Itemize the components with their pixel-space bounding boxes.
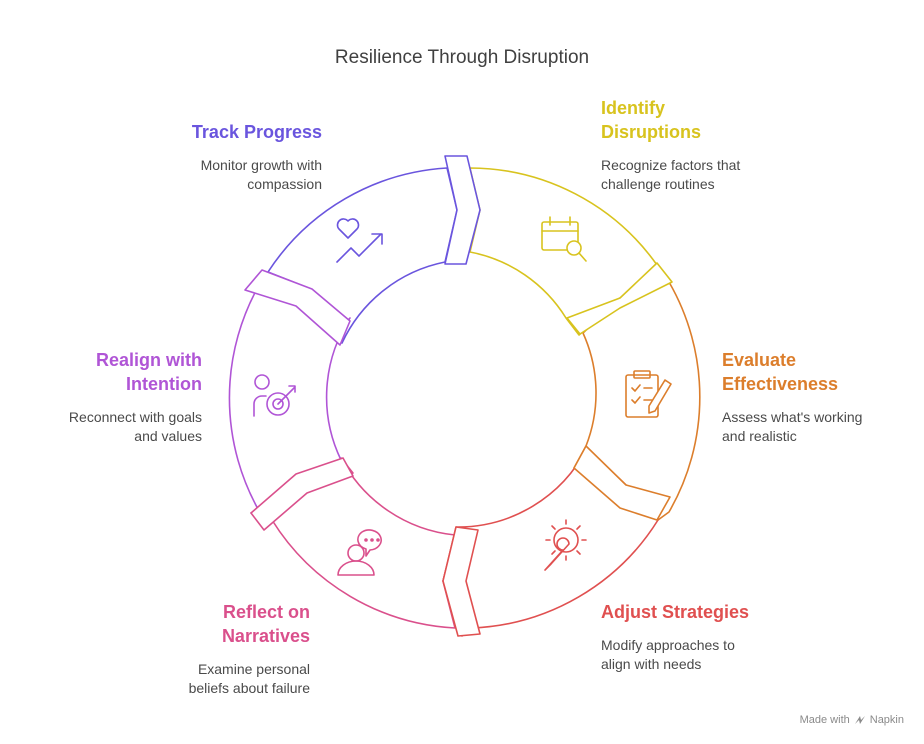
segment-evaluate bbox=[573, 281, 701, 521]
label-evaluate: Evaluate Effectiveness bbox=[722, 348, 838, 396]
desc-evaluate: Assess what's working and realistic bbox=[722, 408, 862, 446]
label-track: Track Progress bbox=[192, 120, 322, 144]
desc-evaluate-line2: and realistic bbox=[722, 428, 797, 444]
segment-track bbox=[267, 167, 458, 344]
desc-identify: Recognize factors that challenge routine… bbox=[601, 156, 740, 194]
desc-evaluate-line1: Assess what's working bbox=[722, 409, 863, 425]
desc-realign-line1: Reconnect with goals bbox=[68, 409, 202, 425]
label-evaluate-line1: Evaluate bbox=[722, 350, 797, 370]
desc-identify-line2: challenge routines bbox=[601, 176, 715, 192]
desc-adjust: Modify approaches to align with needs bbox=[601, 636, 735, 674]
footer-prefix: Made with bbox=[799, 714, 850, 726]
label-reflect: Reflect on Narratives bbox=[222, 600, 310, 648]
desc-reflect-line2: beliefs about failure bbox=[188, 680, 310, 696]
label-identify: Identify Disruptions bbox=[601, 96, 701, 144]
desc-track-line1: Monitor growth with bbox=[200, 157, 322, 173]
label-track-line1: Track Progress bbox=[191, 122, 322, 142]
clipboard-check-icon bbox=[625, 370, 672, 418]
label-evaluate-line2: Effectiveness bbox=[722, 374, 839, 394]
label-adjust: Adjust Strategies bbox=[601, 600, 749, 624]
desc-track-line2: compassion bbox=[247, 176, 322, 192]
label-identify-line2: Disruptions bbox=[601, 122, 702, 142]
label-reflect-line2: Narratives bbox=[221, 626, 310, 646]
label-identify-line1: Identify bbox=[601, 98, 666, 118]
label-realign: Realign with Intention bbox=[96, 348, 202, 396]
desc-realign: Reconnect with goals and values bbox=[69, 408, 202, 446]
arrow-realign-to-track bbox=[244, 269, 351, 346]
heart-growth-icon bbox=[336, 218, 383, 263]
person-speech-icon bbox=[337, 529, 382, 576]
person-target-icon bbox=[253, 374, 296, 417]
arrow-identify-to-evaluate bbox=[566, 262, 673, 335]
desc-reflect-line1: Examine personal bbox=[197, 661, 310, 677]
diagram-title: Resilience Through Disruption bbox=[334, 47, 590, 68]
arrow-track-to-identify bbox=[444, 155, 481, 265]
label-reflect-line1: Reflect on bbox=[222, 602, 310, 622]
footer-attribution[interactable]: Made with Napkin bbox=[800, 714, 904, 726]
desc-identify-line1: Recognize factors that bbox=[601, 157, 741, 173]
desc-realign-line2: and values bbox=[134, 428, 202, 444]
footer-brand: Napkin bbox=[869, 714, 904, 726]
calendar-search-icon bbox=[541, 216, 587, 262]
label-adjust-line1: Adjust Strategies bbox=[601, 602, 750, 622]
label-realign-line2: Intention bbox=[126, 374, 202, 394]
label-realign-line1: Realign with bbox=[95, 350, 202, 370]
desc-adjust-line1: Modify approaches to bbox=[601, 637, 735, 653]
desc-track: Monitor growth with compassion bbox=[201, 156, 322, 194]
desc-reflect: Examine personal beliefs about failure bbox=[189, 660, 310, 698]
napkin-logo-icon bbox=[854, 716, 865, 724]
desc-adjust-line2: align with needs bbox=[601, 656, 702, 672]
gear-wrench-icon bbox=[544, 519, 587, 571]
arrow-adjust-to-reflect bbox=[442, 526, 481, 637]
arrow-evaluate-to-adjust bbox=[573, 445, 671, 521]
arrow-reflect-to-realign bbox=[250, 457, 354, 531]
